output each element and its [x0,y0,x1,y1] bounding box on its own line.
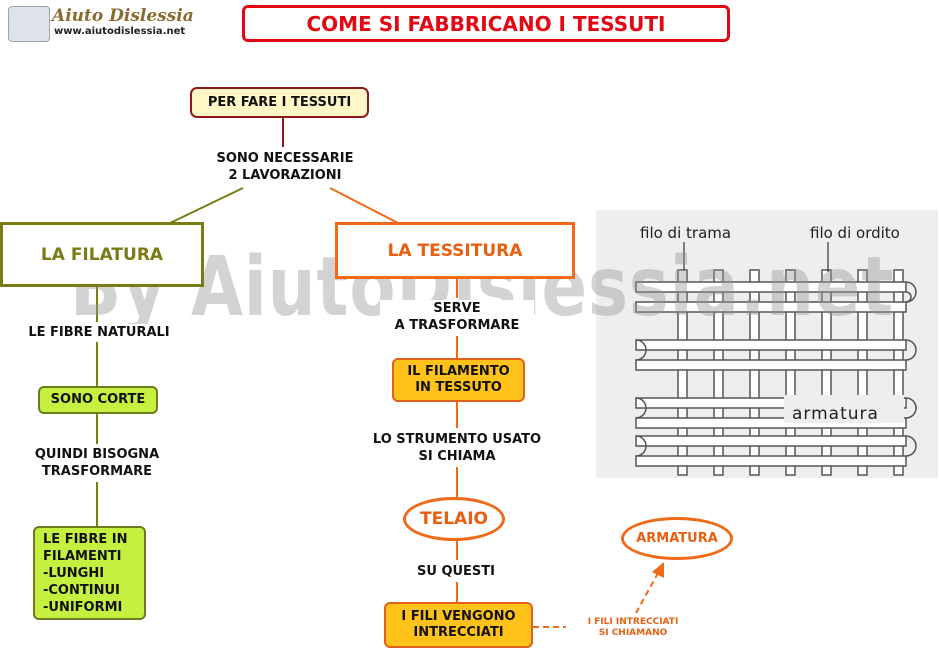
page-title: COME SI FABBRICANO I TESSUTI [242,5,730,42]
label-serve: SERVE A TRASFORMARE [380,300,534,334]
label-line-2: SI CHIAMANO [598,628,668,638]
text-line: -UNIFORMI [43,599,123,615]
node-armatura: ARMATURA [621,517,733,560]
label-quindi-bisogna: QUINDI BISOGNA TRASFORMARE [14,446,180,480]
label-line-1: LO STRUMENTO USATO [372,432,542,447]
label-line-2: SI CHIAMA [418,449,496,464]
label-line-2: 2 LAVORAZIONI [228,168,342,183]
label-su-questi: SU QUESTI [400,563,512,580]
logo-title: Aiuto Dislessia [52,6,194,26]
filo-trama-label: filo di trama [640,224,732,242]
label-line-2: A TRASFORMARE [394,318,520,333]
text-line: -LUNGHI [43,565,105,581]
label-line-2: TRASFORMARE [41,464,153,479]
weave-illustration [596,210,938,478]
label-line-1: QUINDI BISOGNA [34,447,160,462]
node-il-filamento: IL FILAMENTO IN TESSUTO [392,358,525,402]
label-line-1: SERVE [433,301,481,316]
node-la-filatura: LA FILATURA [0,222,204,287]
label-fili-intrecciati: I FILI INTRECCIATI SI CHIAMANO [566,617,700,639]
logo-url: www.aiutodislessia.net [54,26,186,37]
label-strumento-usato: LO STRUMENTO USATO SI CHIAMA [355,431,559,465]
logo-badge [8,6,50,42]
label-line-1: SONO NECESSARIE [216,151,354,166]
label-line-1: I FILI INTRECCIATI [587,617,679,627]
label-fibre-naturali: LE FIBRE NATURALI [14,324,184,341]
node-i-fili-vengono: I FILI VENGONO INTRECCIATI [384,602,533,648]
text-line: IN TESSUTO [415,380,502,395]
node-sono-corte: SONO CORTE [38,386,158,414]
armatura-figure-label: armatura [792,404,879,424]
text-line: I FILI VENGONO [401,609,516,624]
weave-pattern [596,210,938,478]
text-line: -CONTINUI [43,582,120,598]
filo-ordito-label: filo di ordito [810,224,900,242]
node-la-tessitura: LA TESSITURA [335,222,575,279]
text-line: LE FIBRE IN [43,531,128,547]
text-line: INTRECCIATI [413,625,504,640]
node-fibre-in-filamenti: LE FIBRE IN FILAMENTI -LUNGHI -CONTINUI … [33,526,146,620]
text-line: IL FILAMENTO [407,364,510,379]
node-per-fare-i-tessuti: PER FARE I TESSUTI [190,87,369,118]
label-sono-necessarie: SONO NECESSARIE 2 LAVORAZIONI [200,150,370,184]
text-line: FILAMENTI [43,548,122,564]
node-telaio: TELAIO [403,497,505,541]
